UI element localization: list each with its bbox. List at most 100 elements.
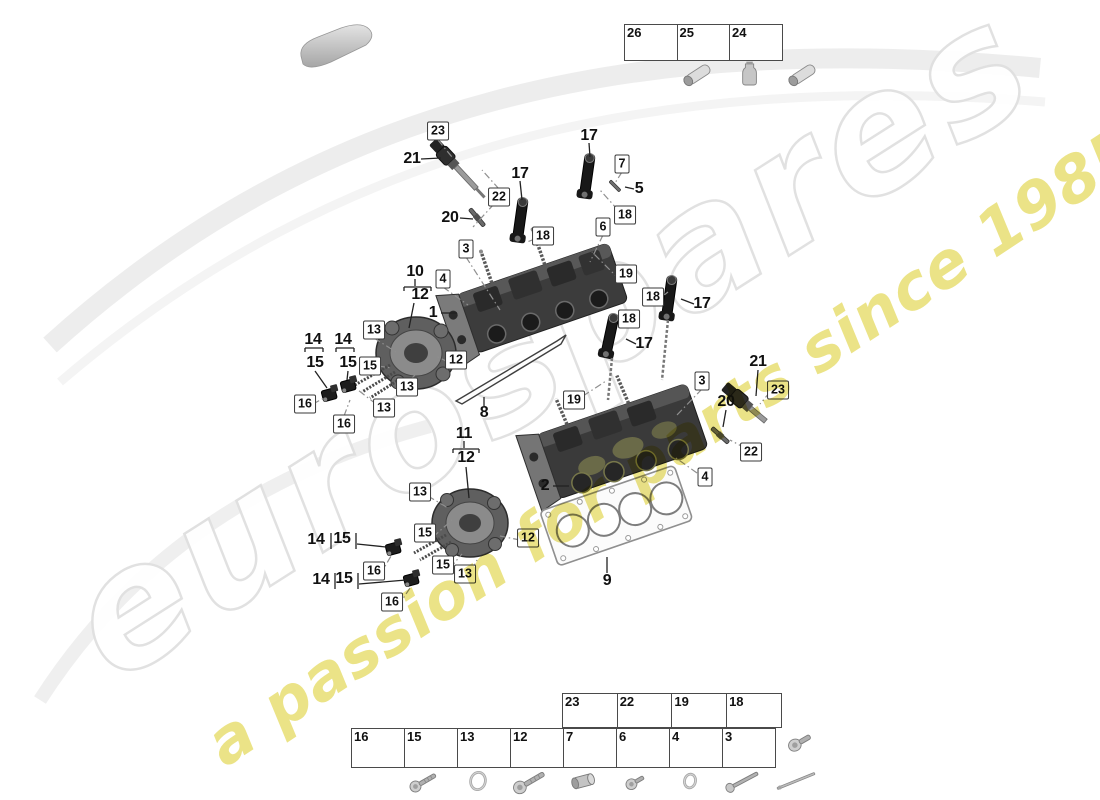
tensioner-arm <box>509 196 529 244</box>
part-number-21: 21 <box>749 353 767 370</box>
legend-cell-22: 22 <box>616 693 708 751</box>
callout-box-23: 23 <box>767 380 789 400</box>
legend-cell-18: 18 <box>726 693 811 752</box>
callout-box-12: 12 <box>517 528 539 548</box>
callout-box-15: 15 <box>432 555 454 575</box>
part-number-15: 15 <box>335 570 353 587</box>
callout-box-7: 7 <box>614 154 630 174</box>
legend-part-number: 24 <box>732 25 747 40</box>
solenoid-valve <box>402 569 421 587</box>
callout-box-16: 16 <box>381 592 403 612</box>
legend-cell-12: 12 <box>510 728 595 790</box>
sensor-21 <box>721 382 768 424</box>
legend-part-number: 4 <box>672 729 680 744</box>
part-number-14: 14 <box>307 531 325 548</box>
part-number-14: 14 <box>304 331 322 348</box>
part-number-17: 17 <box>580 127 598 144</box>
callout-box-16: 16 <box>294 394 316 414</box>
legend-cell-3: 3 <box>722 728 816 790</box>
legend-part-number: 7 <box>566 729 574 744</box>
legend-cell-19: 19 <box>671 693 761 750</box>
solenoid-valve <box>384 538 403 556</box>
part-number-10: 10 <box>406 263 424 280</box>
legend-part-number: 26 <box>627 25 642 40</box>
callout-box-4: 4 <box>435 269 451 289</box>
legend-cell-7: 7 <box>563 728 645 791</box>
callout-box-19: 19 <box>615 264 637 284</box>
legend-part-number: 19 <box>674 694 689 709</box>
part-number-20: 20 <box>441 209 459 226</box>
part-number-15: 15 <box>333 530 351 547</box>
callout-box-13: 13 <box>396 377 418 397</box>
legend-part-number: 3 <box>725 729 733 744</box>
callout-box-12: 12 <box>445 350 467 370</box>
legend-part-number: 22 <box>619 694 635 709</box>
legend-cell-13: 13 <box>457 728 545 795</box>
head-gasket <box>540 465 693 566</box>
legend-part-number: 6 <box>619 729 627 744</box>
part-number-8: 8 <box>479 404 489 421</box>
legend-part-number: 13 <box>460 729 475 744</box>
callout-box-3: 3 <box>458 239 474 259</box>
callout-box-13: 13 <box>409 482 431 502</box>
callout-box-15: 15 <box>359 356 381 376</box>
part-number-14: 14 <box>334 331 352 348</box>
callout-box-15: 15 <box>414 523 436 543</box>
legend-cell-26: 26 <box>624 24 710 87</box>
callout-box-16: 16 <box>333 414 355 434</box>
legend-part-number: 18 <box>729 694 744 709</box>
swoosh-decoration <box>34 48 1046 704</box>
part-number-9: 9 <box>602 572 612 589</box>
part-number-17: 17 <box>693 295 711 312</box>
stud-20 <box>710 426 730 444</box>
part-number-21: 21 <box>403 150 421 167</box>
legend-part-number: 16 <box>354 729 369 744</box>
legend-cell-15: 15 <box>404 728 487 792</box>
tensioner-arm <box>658 274 678 322</box>
legend-cell-4: 4 <box>669 728 759 793</box>
part-number-11: 11 <box>455 425 473 442</box>
legend-fasteners-row2: 16 15 13 12 7 6 4 3 <box>351 728 816 795</box>
callout-box-19: 19 <box>563 390 585 410</box>
part-number-14: 14 <box>312 571 330 588</box>
solenoid-valve <box>339 375 358 393</box>
part-number-17: 17 <box>511 165 529 182</box>
tensioner-arm <box>576 152 596 200</box>
legend-part-number: 23 <box>565 694 580 709</box>
callout-box-13: 13 <box>373 398 395 418</box>
legend-part-number: 15 <box>407 729 422 744</box>
callout-box-18: 18 <box>618 309 640 329</box>
part-number-12: 12 <box>411 286 429 303</box>
label-lines-solid <box>304 142 759 589</box>
legend-cell-6: 6 <box>616 728 697 790</box>
part-number-15: 15 <box>339 354 357 371</box>
legend-cell-25: 25 <box>676 24 757 86</box>
legend-part-number: 12 <box>513 729 528 744</box>
callout-box-18: 18 <box>532 226 554 246</box>
legend-cell-23: 23 <box>562 693 646 750</box>
part-number-17: 17 <box>635 335 653 352</box>
solenoid-valve <box>320 384 339 402</box>
sensor-21 <box>429 138 486 199</box>
part-number-5: 5 <box>634 180 644 197</box>
part-number-20: 20 <box>717 393 735 410</box>
legend-materials: 26 25 24 <box>624 24 815 87</box>
camshaft-adjuster-2 <box>413 488 509 562</box>
legend-cell-16: 16 <box>351 728 437 793</box>
part-number-12: 12 <box>457 449 475 466</box>
part-number-1: 1 <box>428 304 438 321</box>
callout-box-13: 13 <box>454 564 476 584</box>
part-number-2: 2 <box>540 477 550 494</box>
part-number-15: 15 <box>306 354 324 371</box>
cylinder-head-2 <box>515 374 708 513</box>
callout-box-18: 18 <box>642 287 664 307</box>
callout-box-23: 23 <box>427 121 449 141</box>
car-silhouette-thumbnail <box>300 24 373 68</box>
callout-box-22: 22 <box>740 442 762 462</box>
callout-box-6: 6 <box>595 217 611 237</box>
legend-part-number: 25 <box>679 25 694 40</box>
callout-box-22: 22 <box>488 187 510 207</box>
